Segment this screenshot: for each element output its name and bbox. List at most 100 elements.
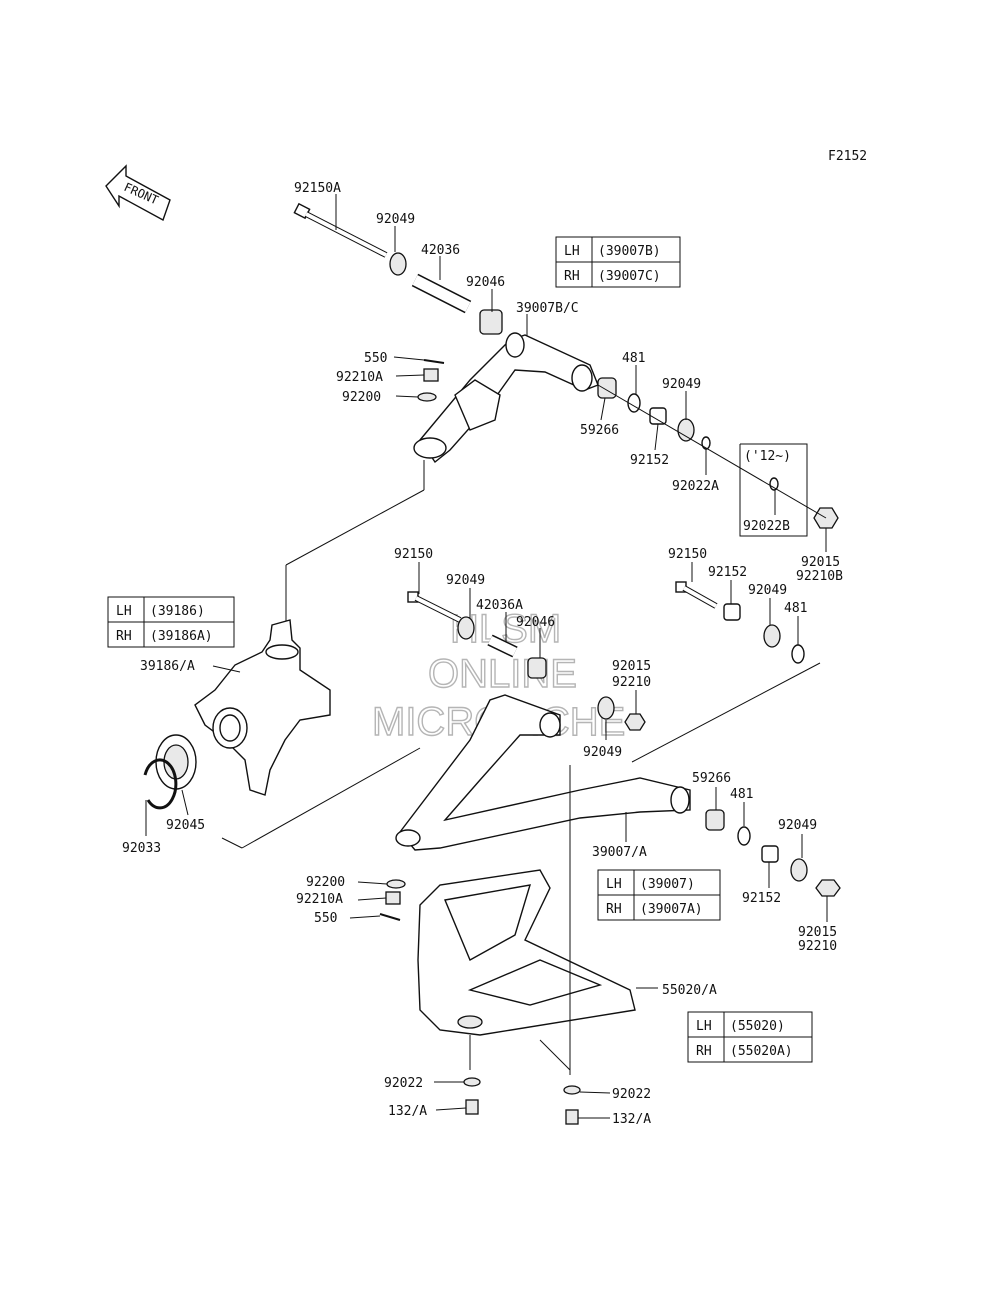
lower-a-arm <box>399 694 691 851</box>
bolt-132 <box>465 1099 479 1115</box>
bushing-92046-b <box>527 657 547 679</box>
washer-92200-b <box>386 879 406 889</box>
callout-label: 92210B <box>796 569 843 584</box>
callout-label: 39007B/C <box>516 301 579 316</box>
svg-text:RH: RH <box>606 902 622 917</box>
svg-text:(39007A): (39007A) <box>640 902 703 917</box>
callout-label: 550 <box>364 351 387 366</box>
washer-92049-b <box>677 418 695 442</box>
bushing-92046 <box>479 309 503 335</box>
callout-label: 92049 <box>778 818 817 833</box>
callout-label: 92033 <box>122 841 161 856</box>
lower-ball-joint <box>395 829 421 847</box>
callout-label: 132/A <box>388 1104 427 1119</box>
callout-label: 481 <box>622 351 645 366</box>
knuckle-39186 <box>194 619 331 796</box>
callout-label: 92152 <box>630 453 669 468</box>
bushing-59266 <box>597 377 617 399</box>
svg-text:(39186): (39186) <box>150 604 205 619</box>
bolt-92150-b <box>675 581 718 609</box>
svg-text:(39007): (39007) <box>640 877 695 892</box>
side-table-39186: LH (39186) RH (39186A) <box>107 596 235 648</box>
washer-92049 <box>389 252 407 276</box>
ring-481-c <box>737 826 751 846</box>
callout-label: 132/A <box>612 1112 651 1127</box>
svg-text:LH: LH <box>606 877 622 892</box>
svg-text:LH: LH <box>696 1019 712 1034</box>
svg-text:(55020A): (55020A) <box>730 1044 793 1059</box>
washer-92022 <box>463 1077 481 1087</box>
nut-92015-b <box>624 713 646 731</box>
callout-label: 92049 <box>583 745 622 760</box>
bolt-92150A <box>293 202 388 258</box>
knuckle-assembly <box>143 460 425 849</box>
year-note: ('12~) <box>744 449 791 464</box>
washer-92200 <box>417 392 437 402</box>
snap-ring-92033 <box>143 758 178 810</box>
skid-plate-55020 <box>417 765 636 1075</box>
collar-92152-b <box>723 603 741 621</box>
callout-label: 92200 <box>306 875 345 890</box>
callout-label: 39186/A <box>140 659 195 674</box>
callout-label: 92015 <box>798 925 837 940</box>
callout-label: 92049 <box>376 212 415 227</box>
callout-label: 92049 <box>446 573 485 588</box>
callout-label: 92022B <box>743 519 790 534</box>
washer-92022A <box>701 436 711 450</box>
svg-text:(39186A): (39186A) <box>150 629 213 644</box>
callout-label: 92150A <box>294 181 341 196</box>
year-note-box: ('12~) <box>739 443 808 537</box>
side-table-55020: LH (55020) RH (55020A) <box>687 1011 813 1063</box>
callout-label: 481 <box>784 601 807 616</box>
svg-text:LH: LH <box>116 604 132 619</box>
callout-label: 59266 <box>692 771 731 786</box>
washer-92049-e <box>763 624 781 648</box>
callout-label: 92210 <box>798 939 837 954</box>
callout-label: 92152 <box>708 565 747 580</box>
callout-label: 92049 <box>748 583 787 598</box>
callout-labels: 92150A 92049 42036 92046 39007B/C 550 92… <box>122 181 843 1127</box>
callout-label: 55020/A <box>662 983 717 998</box>
callout-label: 42036 <box>421 243 460 258</box>
side-table-39007BC: LH (39007B) RH (39007C) <box>555 236 681 288</box>
callout-label: 92046 <box>466 275 505 290</box>
washer-92049-d <box>597 696 615 720</box>
svg-text:ONLINE: ONLINE <box>428 652 577 696</box>
lower-arm-assembly <box>379 581 841 921</box>
side-table-39007: LH (39007) RH (39007A) <box>597 869 721 921</box>
svg-text:RH: RH <box>696 1044 712 1059</box>
callout-label: 92210 <box>612 675 651 690</box>
washer-92022-b <box>563 1085 581 1095</box>
callout-label: 92015 <box>801 555 840 570</box>
callout-label: 92210A <box>336 370 383 385</box>
svg-text:(39007C): (39007C) <box>598 269 661 284</box>
nut-92210A <box>423 368 439 382</box>
callout-label: 92200 <box>342 390 381 405</box>
front-arrow-icon: FRONT <box>105 164 171 222</box>
callout-label: 481 <box>730 787 753 802</box>
callout-label: 39007/A <box>592 845 647 860</box>
callout-label: 92049 <box>662 377 701 392</box>
callout-label: 92046 <box>516 615 555 630</box>
callout-label: 92150 <box>394 547 433 562</box>
callout-label: 92045 <box>166 818 205 833</box>
callout-label: 92210A <box>296 892 343 907</box>
figure-code: F2152 <box>828 149 867 164</box>
callout-label: 92022A <box>672 479 719 494</box>
ring-481-b <box>791 644 805 664</box>
callout-label: 92022 <box>612 1087 651 1102</box>
upper-ball-joint <box>413 437 447 459</box>
svg-text:RH: RH <box>564 269 580 284</box>
washer-92049-f <box>790 858 808 882</box>
callout-label: 92015 <box>612 659 651 674</box>
sleeve-42036A <box>487 634 518 658</box>
bolt-132-b <box>565 1109 579 1125</box>
bolt-92150 <box>407 591 462 623</box>
bushing-59266-b <box>705 809 725 831</box>
callout-label: 92022 <box>384 1076 423 1091</box>
cotter-pin-550-b <box>379 913 401 921</box>
leader-lines <box>145 194 828 1119</box>
upper-arm-assembly <box>293 202 839 529</box>
callout-label: 42036A <box>476 598 523 613</box>
